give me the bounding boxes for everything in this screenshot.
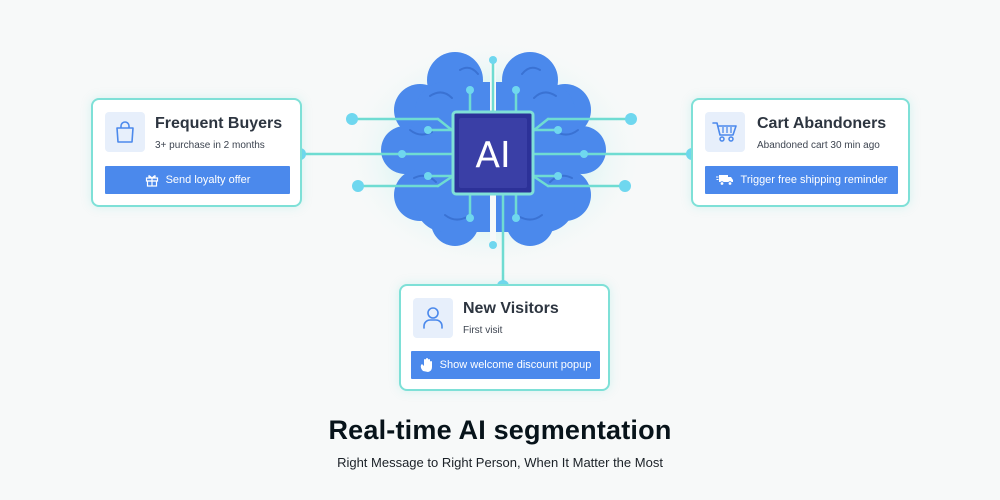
segment-card-cart-abandoners: Cart Abandoners Abandoned cart 30 min ag… <box>691 98 910 207</box>
page-tagline: Right Message to Right Person, When It M… <box>337 455 663 470</box>
segment-criteria: 3+ purchase in 2 months <box>155 140 265 151</box>
page-title: Real-time AI segmentation <box>328 415 672 445</box>
shopping-cart-icon <box>705 112 745 152</box>
ai-chip-label: AI <box>475 135 510 176</box>
segment-card-new-visitors: New Visitors First visit Show welcome di… <box>399 284 610 391</box>
show-welcome-discount-popup-button[interactable]: Show welcome discount popup <box>411 351 600 379</box>
segment-criteria: First visit <box>463 325 503 336</box>
shopping-bag-icon <box>105 112 145 152</box>
segment-title: Frequent Buyers <box>155 115 283 132</box>
waving-hand-icon <box>420 358 433 372</box>
action-label: Trigger free shipping reminder <box>740 174 888 186</box>
send-loyalty-offer-button[interactable]: Send loyalty offer <box>105 166 290 194</box>
delivery-truck-icon <box>715 174 734 186</box>
trigger-free-shipping-reminder-button[interactable]: Trigger free shipping reminder <box>705 166 898 194</box>
segment-title: New Visitors <box>463 300 559 317</box>
action-label: Show welcome discount popup <box>439 359 592 371</box>
segment-title: Cart Abandoners <box>757 115 887 132</box>
action-label: Send loyalty offer <box>165 174 251 186</box>
ai-chip: AI <box>451 110 535 196</box>
gift-icon <box>145 173 159 187</box>
user-icon <box>413 298 453 338</box>
segment-criteria: Abandoned cart 30 min ago <box>757 140 880 151</box>
segment-card-frequent-buyers: Frequent Buyers 3+ purchase in 2 months … <box>91 98 302 207</box>
